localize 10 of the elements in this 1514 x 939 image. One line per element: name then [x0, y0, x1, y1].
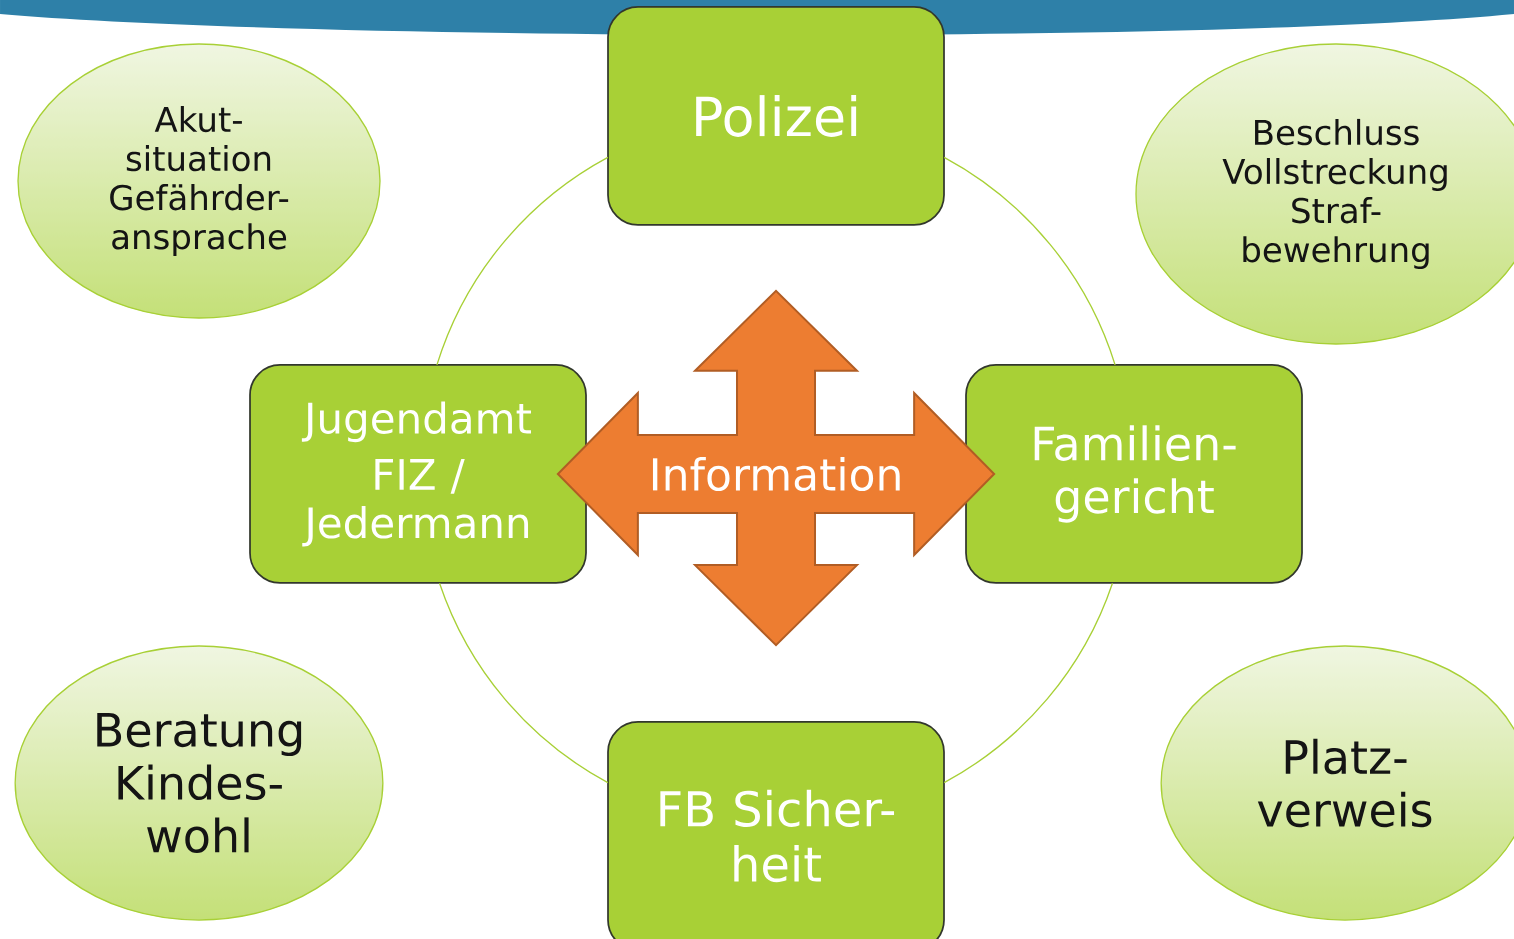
connector-arc [436, 156, 609, 366]
four-way-arrow [556, 289, 996, 647]
agency-box: Familien- gericht [965, 364, 1303, 584]
agency-box: Polizei [607, 6, 945, 226]
edge-label: Information [652, 456, 900, 491]
connector-arc [438, 582, 609, 784]
agency-box: Jugendamt FIZ / Jedermann [249, 364, 587, 584]
agency-box: FB Sicher- heit [607, 721, 945, 939]
connector-arc [943, 582, 1114, 784]
connector-arc [943, 156, 1116, 366]
